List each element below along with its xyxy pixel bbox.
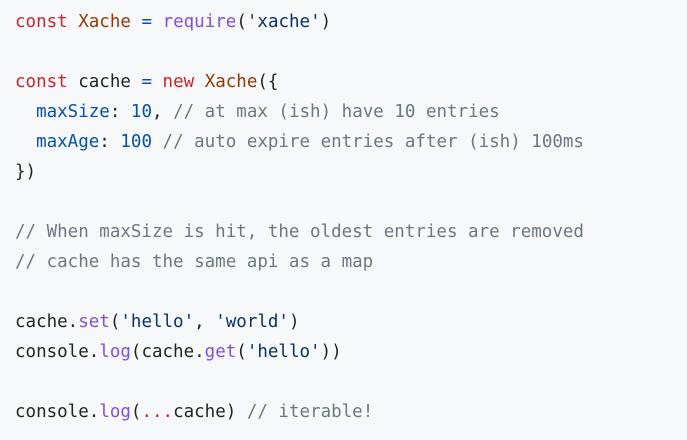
operator-token: = [141,12,153,32]
code-token: (cache. [130,342,205,362]
string-token: 'world' [215,312,289,332]
code-token [15,102,36,122]
code-token: , [152,102,174,122]
code-lines: const Xache = require('xache') const cac… [15,7,687,427]
code-line: const cache = new Xache({ [15,67,687,97]
code-token: cache. [15,312,79,332]
code-token [15,132,36,152]
property-token: maxSize [36,102,110,122]
code-token: : [99,132,121,152]
code-token: ( [236,12,247,32]
code-token: ) [320,12,332,32]
code-token [152,12,163,32]
code-token [152,132,163,152]
blank-line [15,367,687,397]
blank-line [15,277,687,307]
code-line: console.log(...cache) // iterable! [15,397,687,427]
code-token: }) [15,162,37,182]
code-token: ( [236,342,247,362]
comment-token: // cache has the same api as a map [15,252,374,272]
code-token: console. [15,342,100,362]
string-token: 'hello' [246,342,321,362]
code-token [131,12,142,32]
code-line: maxAge: 100 // auto expire entries after… [15,127,687,157]
code-token: , [194,312,216,332]
comment-token: // at max (ish) have 10 entries [173,102,500,122]
code-token: : [109,102,131,122]
code-line: cache.set('hello', 'world') [15,307,687,337]
code-token: cache [67,72,142,92]
code-token: ( [130,402,142,422]
number-token: 10 [130,102,152,122]
function-token: log [99,402,131,422]
comment-token: // iterable! [246,402,374,422]
code-token [68,12,79,32]
comment-token: // When maxSize is hit, the oldest entri… [15,222,584,242]
keyword-token: new [162,72,195,92]
code-token: cache) [173,402,247,422]
code-token: console. [15,402,100,422]
keyword-token: ... [141,402,174,422]
blank-line [15,37,687,67]
string-token: 'xache' [246,12,321,32]
property-token: maxAge [36,132,100,152]
code-token: ({ [257,72,279,92]
code-token: ( [109,312,121,332]
code-token [194,72,205,92]
blank-line [15,187,687,217]
function-token: get [204,342,237,362]
code-line: const Xache = require('xache') [15,7,687,37]
code-token [152,72,163,92]
function-token: require [162,12,237,32]
class-name-token: Xache [78,12,131,32]
operator-token: = [141,72,152,92]
keyword-token: const [15,72,68,92]
code-line: // When maxSize is hit, the oldest entri… [15,217,687,247]
code-token: ) [288,312,300,332]
number-token: 100 [120,132,152,152]
code-token: )) [320,342,342,362]
keyword-token: const [15,12,68,32]
code-line: }) [15,157,687,187]
code-line: maxSize: 10, // at max (ish) have 10 ent… [15,97,687,127]
class-name-token: Xache [204,72,258,92]
function-token: log [99,342,131,362]
comment-token: // auto expire entries after (ish) 100ms [162,132,584,152]
code-line: console.log(cache.get('hello')) [15,337,687,367]
function-token: set [78,312,110,332]
string-token: 'hello' [120,312,195,332]
code-line: // cache has the same api as a map [15,247,687,277]
